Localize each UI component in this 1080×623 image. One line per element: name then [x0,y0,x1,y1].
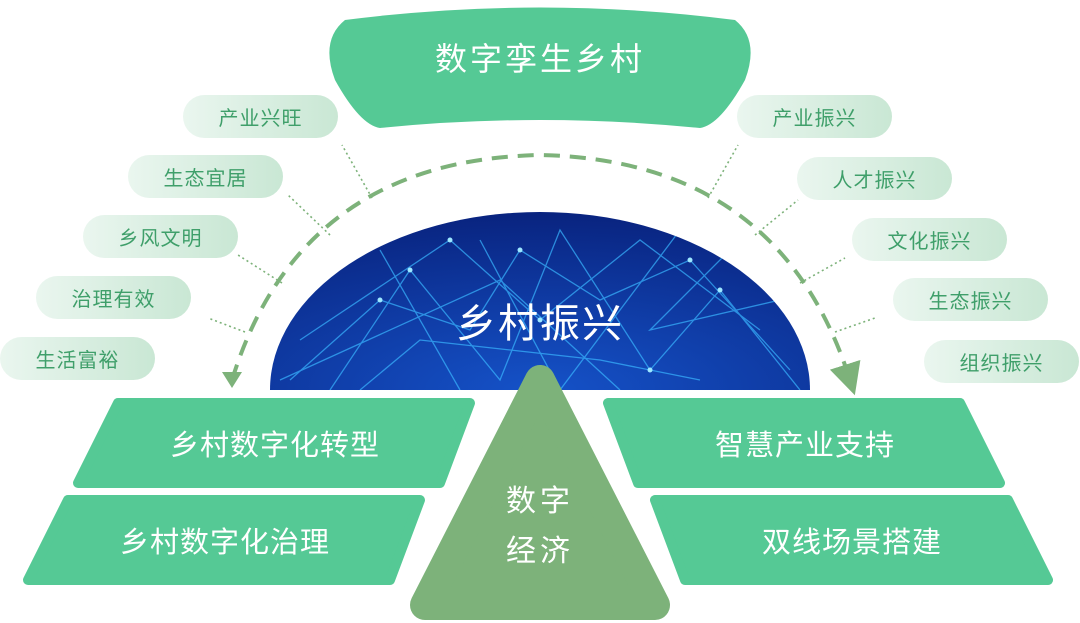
title-banner [329,7,751,128]
block-left-1 [73,398,475,488]
goal-pill-right: 产业振兴 [737,95,892,138]
block-left-1-label: 乡村数字化转型 [169,428,380,462]
center-label: 乡村振兴 [456,301,624,347]
goal-pill-left: 生态宜居 [128,155,283,198]
goal-pill-right: 人才振兴 [797,157,952,200]
block-right-2-label: 双线场景搭建 [761,525,942,559]
goal-pill-left: 生活富裕 [0,337,155,380]
dashed-arc [230,152,861,396]
goal-pill-left: 治理有效 [36,276,191,319]
page-title: 数字孪生乡村 [434,40,645,78]
goal-pill-left: 乡风文明 [83,215,238,258]
dotted-arrows [207,144,876,333]
block-right-1 [603,398,1005,488]
goal-pill-right: 组织振兴 [924,340,1079,383]
core-triangle [410,365,670,620]
block-left-2 [23,495,425,585]
core-label-line2: 经济 [506,534,574,569]
block-right-2 [650,495,1053,585]
block-left-2-label: 乡村数字化治理 [119,525,330,559]
goal-pill-right: 文化振兴 [852,218,1007,261]
goal-pill-left: 产业兴旺 [183,95,338,138]
block-right-1-label: 智慧产业支持 [714,428,895,462]
goal-pill-right: 生态振兴 [893,278,1048,321]
core-label-line1: 数字 [506,484,574,519]
